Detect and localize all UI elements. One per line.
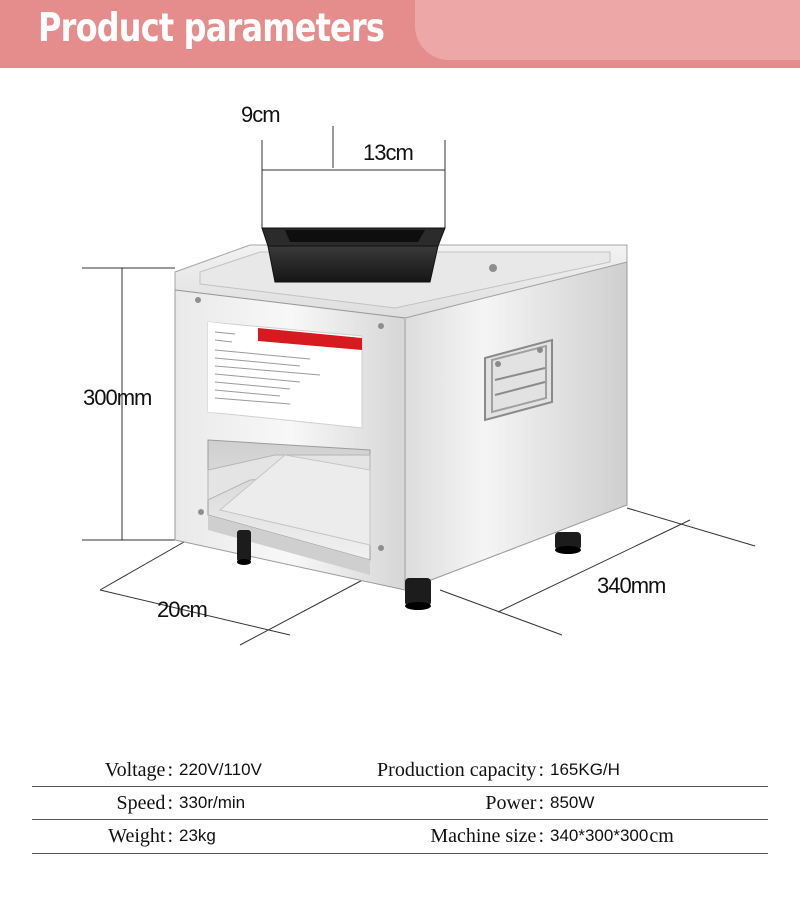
machine-feet xyxy=(237,530,581,610)
dimension-outlet-width: 20cm xyxy=(157,597,207,622)
machine-drawing: 9cm 13cm 300mm 340mm 20cm xyxy=(82,102,756,646)
machine-side-panel xyxy=(404,261,628,591)
spec-value-capacity: 165KG/H xyxy=(550,760,620,779)
spec-row: Voltage: 220V/110V Production capacity: … xyxy=(32,754,768,786)
spec-divider xyxy=(32,853,768,854)
spec-value-speed: 330r/min xyxy=(179,793,246,812)
warning-label xyxy=(207,321,363,429)
feed-hopper xyxy=(261,227,446,283)
spec-divider xyxy=(32,819,768,820)
spec-key-power: Power: xyxy=(485,791,544,814)
spec-divider xyxy=(32,786,768,787)
dimension-height: 300mm xyxy=(83,385,151,410)
header-banner-accent xyxy=(415,0,800,60)
page-title: Product parameters xyxy=(38,6,385,51)
spec-key-voltage: Voltage: xyxy=(104,758,173,781)
spec-key-machine-size: Machine size: xyxy=(430,824,544,847)
spec-key-speed: Speed: xyxy=(116,791,173,814)
spec-value-weight: 23kg xyxy=(179,826,216,845)
dimension-depth: 340mm xyxy=(597,573,665,598)
spec-value-voltage: 220V/110V xyxy=(179,760,262,779)
spec-key-weight: Weight: xyxy=(108,824,173,847)
spec-value-power: 850W xyxy=(550,793,595,812)
side-handle xyxy=(484,338,553,422)
dimension-hopper-depth: 9cm xyxy=(241,102,280,127)
spec-row: Speed: 330r/min Power: 850W xyxy=(32,787,768,819)
product-illustration: 9cm 13cm 300mm 340mm 20cm xyxy=(0,80,800,700)
dimension-hopper-width: 13cm xyxy=(363,140,413,165)
screws xyxy=(195,264,497,551)
spec-key-capacity: Production capacity: xyxy=(377,758,544,781)
spec-table: Voltage: 220V/110V Production capacity: … xyxy=(32,752,768,862)
